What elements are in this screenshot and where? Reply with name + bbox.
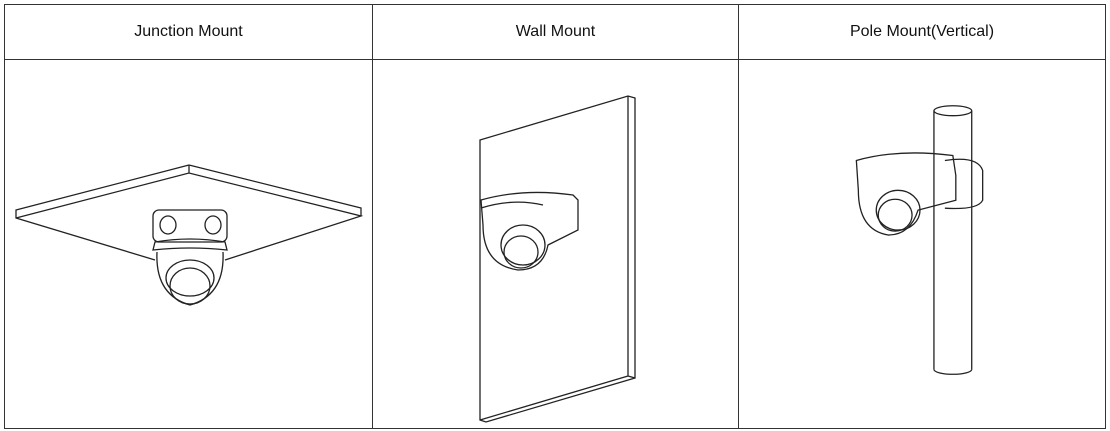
junction-mount-cell: [4, 59, 373, 429]
pole-mount-cell: [738, 59, 1106, 429]
header-row: Junction Mount Wall Mount Pole Mount(Ver…: [4, 4, 1106, 60]
ceiling-junction-mount-illustration: [15, 164, 364, 306]
mount-types-table: Junction Mount Wall Mount Pole Mount(Ver…: [4, 4, 1106, 429]
header-pole-mount: Pole Mount(Vertical): [738, 4, 1106, 60]
wall-mount-cell: [372, 59, 739, 429]
wall-mount-illustration: [479, 95, 636, 423]
pole-mount-illustration: [855, 105, 984, 375]
illustration-row: [4, 59, 1106, 429]
header-junction-mount: Junction Mount: [4, 4, 373, 60]
header-wall-mount: Wall Mount: [372, 4, 739, 60]
